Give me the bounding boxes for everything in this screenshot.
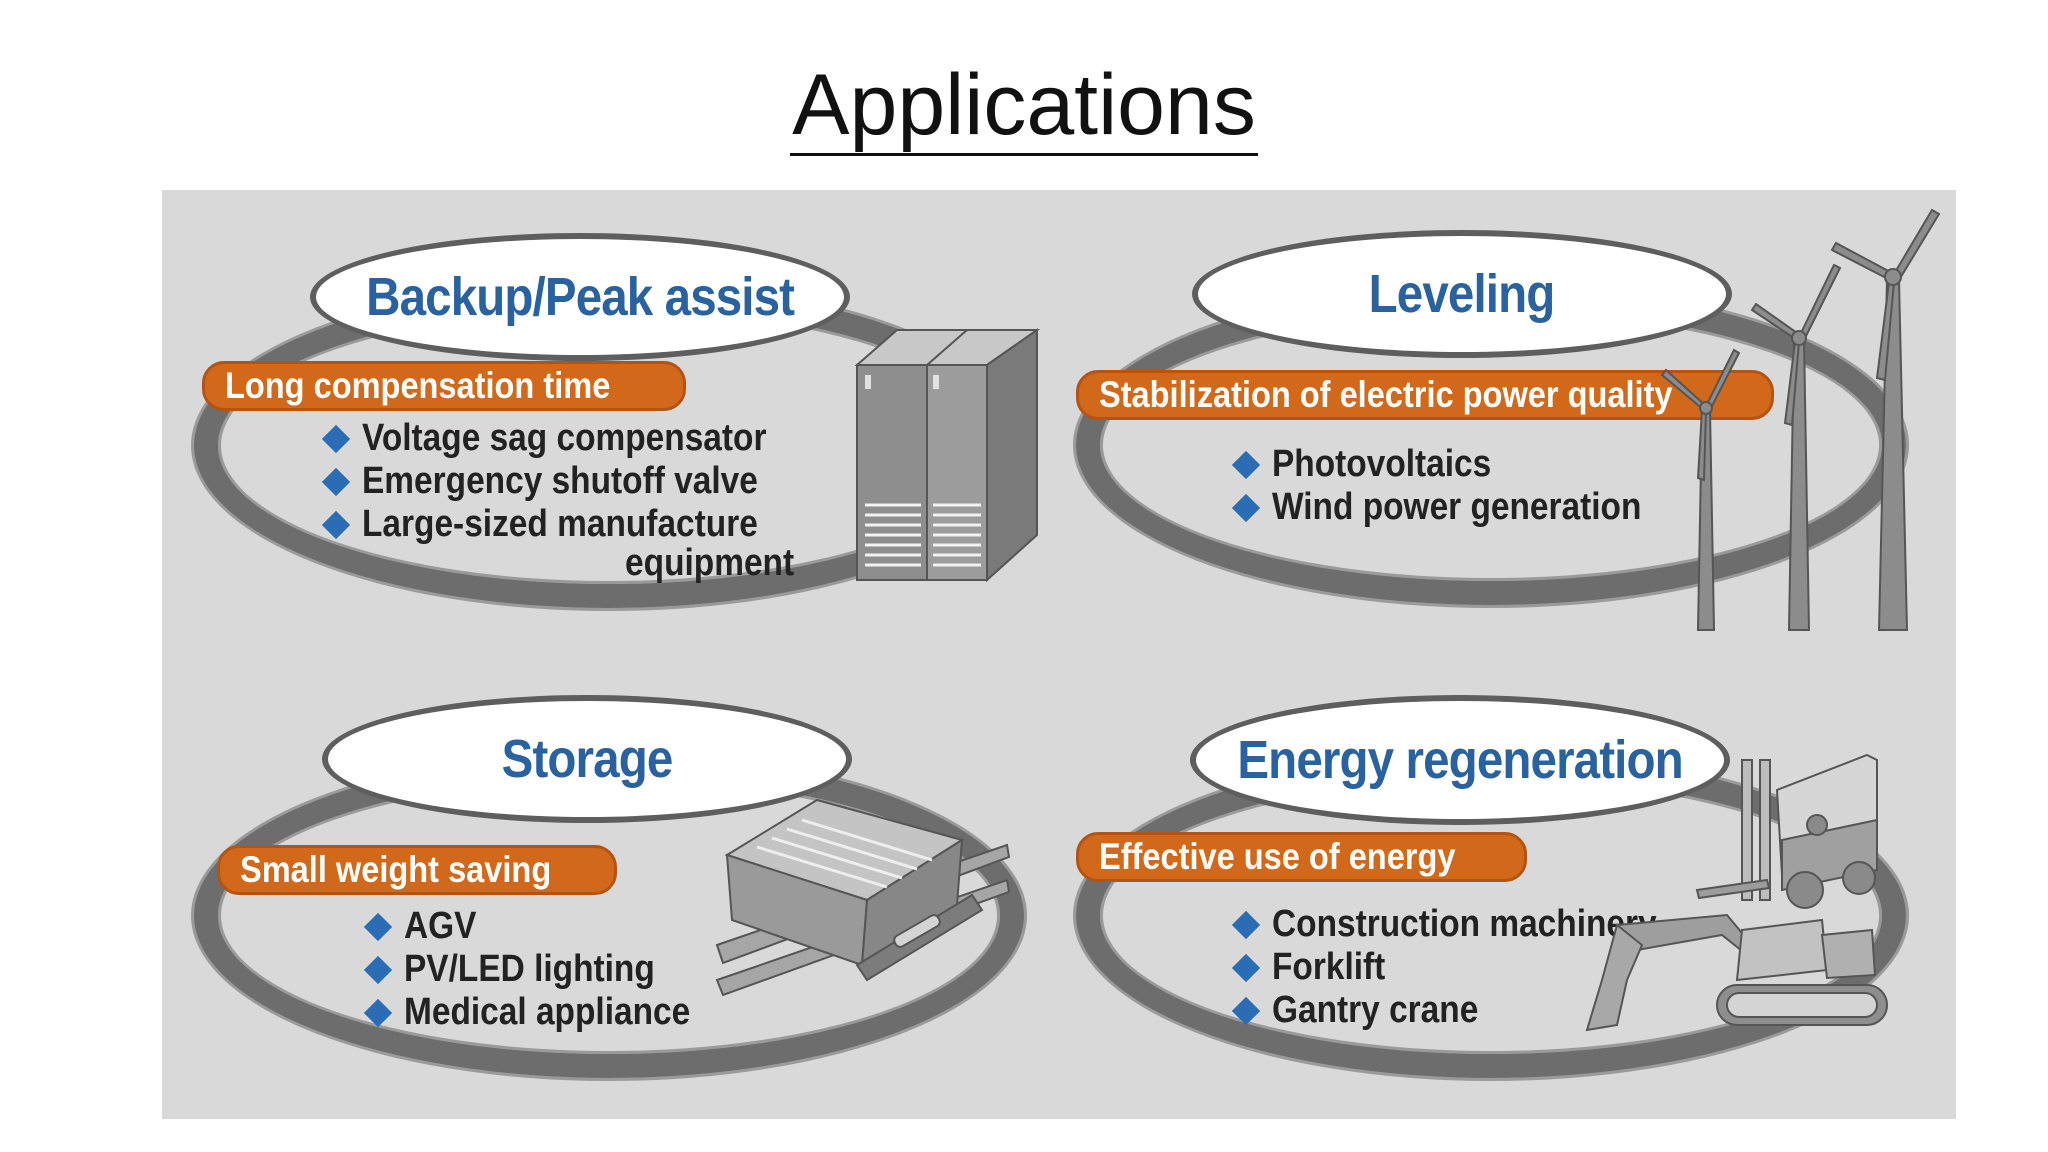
forklift-excavator-icon — [1585, 753, 1888, 1032]
quadrant-backup: Backup/Peak assist Long compensation tim… — [162, 225, 1041, 665]
slide-title-text: Applications — [790, 57, 1258, 156]
diamond-bullet-icon — [321, 467, 351, 497]
list-item: AGV — [362, 905, 762, 948]
heading-pill: Storage — [322, 695, 852, 823]
diamond-bullet-icon — [363, 955, 393, 985]
diamond-bullet-icon — [1231, 910, 1261, 940]
list-storage: AGV PV/LED lighting Medical appliance — [362, 905, 762, 1034]
applications-diagram: Backup/Peak assist Long compensation tim… — [162, 190, 1956, 1119]
list-item: Voltage sag compensator — [320, 417, 800, 460]
tag-storage: Small weight saving — [217, 845, 617, 895]
diamond-bullet-icon — [1231, 953, 1261, 983]
heading-backup: Backup/Peak assist — [366, 267, 795, 327]
quadrant-storage: Storage Small weight saving AGV PV/LED l… — [162, 695, 1024, 1135]
diamond-bullet-icon — [363, 912, 393, 942]
list-item: Medical appliance — [362, 991, 762, 1034]
tag-backup: Long compensation time — [202, 361, 686, 411]
diamond-bullet-icon — [1231, 450, 1261, 480]
list-item-continuation: equipment — [624, 542, 794, 584]
list-item: Photovoltaics — [1230, 443, 1670, 486]
quadrant-regeneration: Energy regeneration Effective use of ene… — [1076, 695, 1942, 1135]
list-item: Gantry crane — [1230, 989, 1690, 1032]
list-item: Large-sized manufacture — [320, 503, 800, 546]
agv-vehicle-icon — [715, 798, 1011, 997]
diamond-bullet-icon — [1231, 996, 1261, 1026]
server-cabinet-icon — [854, 328, 1041, 583]
diamond-bullet-icon — [1231, 493, 1261, 523]
heading-pill: Backup/Peak assist — [310, 233, 850, 361]
tag-regeneration: Effective use of energy — [1076, 832, 1528, 882]
list-item: Wind power generation — [1230, 486, 1670, 529]
list-item: PV/LED lighting — [362, 948, 762, 991]
heading-leveling: Leveling — [1369, 264, 1556, 324]
diamond-bullet-icon — [363, 998, 393, 1028]
list-backup: Voltage sag compensator Emergency shutof… — [320, 417, 800, 584]
list-item: Construction machinery — [1230, 903, 1690, 946]
quadrant-leveling: Leveling Stabilization of electric power… — [1076, 208, 1942, 665]
heading-regeneration: Energy regeneration — [1237, 730, 1683, 790]
list-regeneration: Construction machinery Forklift Gantry c… — [1230, 903, 1690, 1032]
heading-pill: Leveling — [1192, 230, 1732, 358]
list-item: Forklift — [1230, 946, 1690, 989]
wind-turbine-icon — [1660, 208, 1941, 631]
list-item: Emergency shutoff valve — [320, 460, 800, 503]
diamond-bullet-icon — [321, 424, 351, 454]
heading-pill: Energy regeneration — [1190, 695, 1730, 825]
heading-storage: Storage — [501, 729, 674, 789]
tag-leveling: Stabilization of electric power quality — [1076, 370, 1774, 420]
list-leveling: Photovoltaics Wind power generation — [1230, 443, 1670, 529]
diamond-bullet-icon — [321, 510, 351, 540]
slide-title: Applications — [0, 55, 2048, 156]
